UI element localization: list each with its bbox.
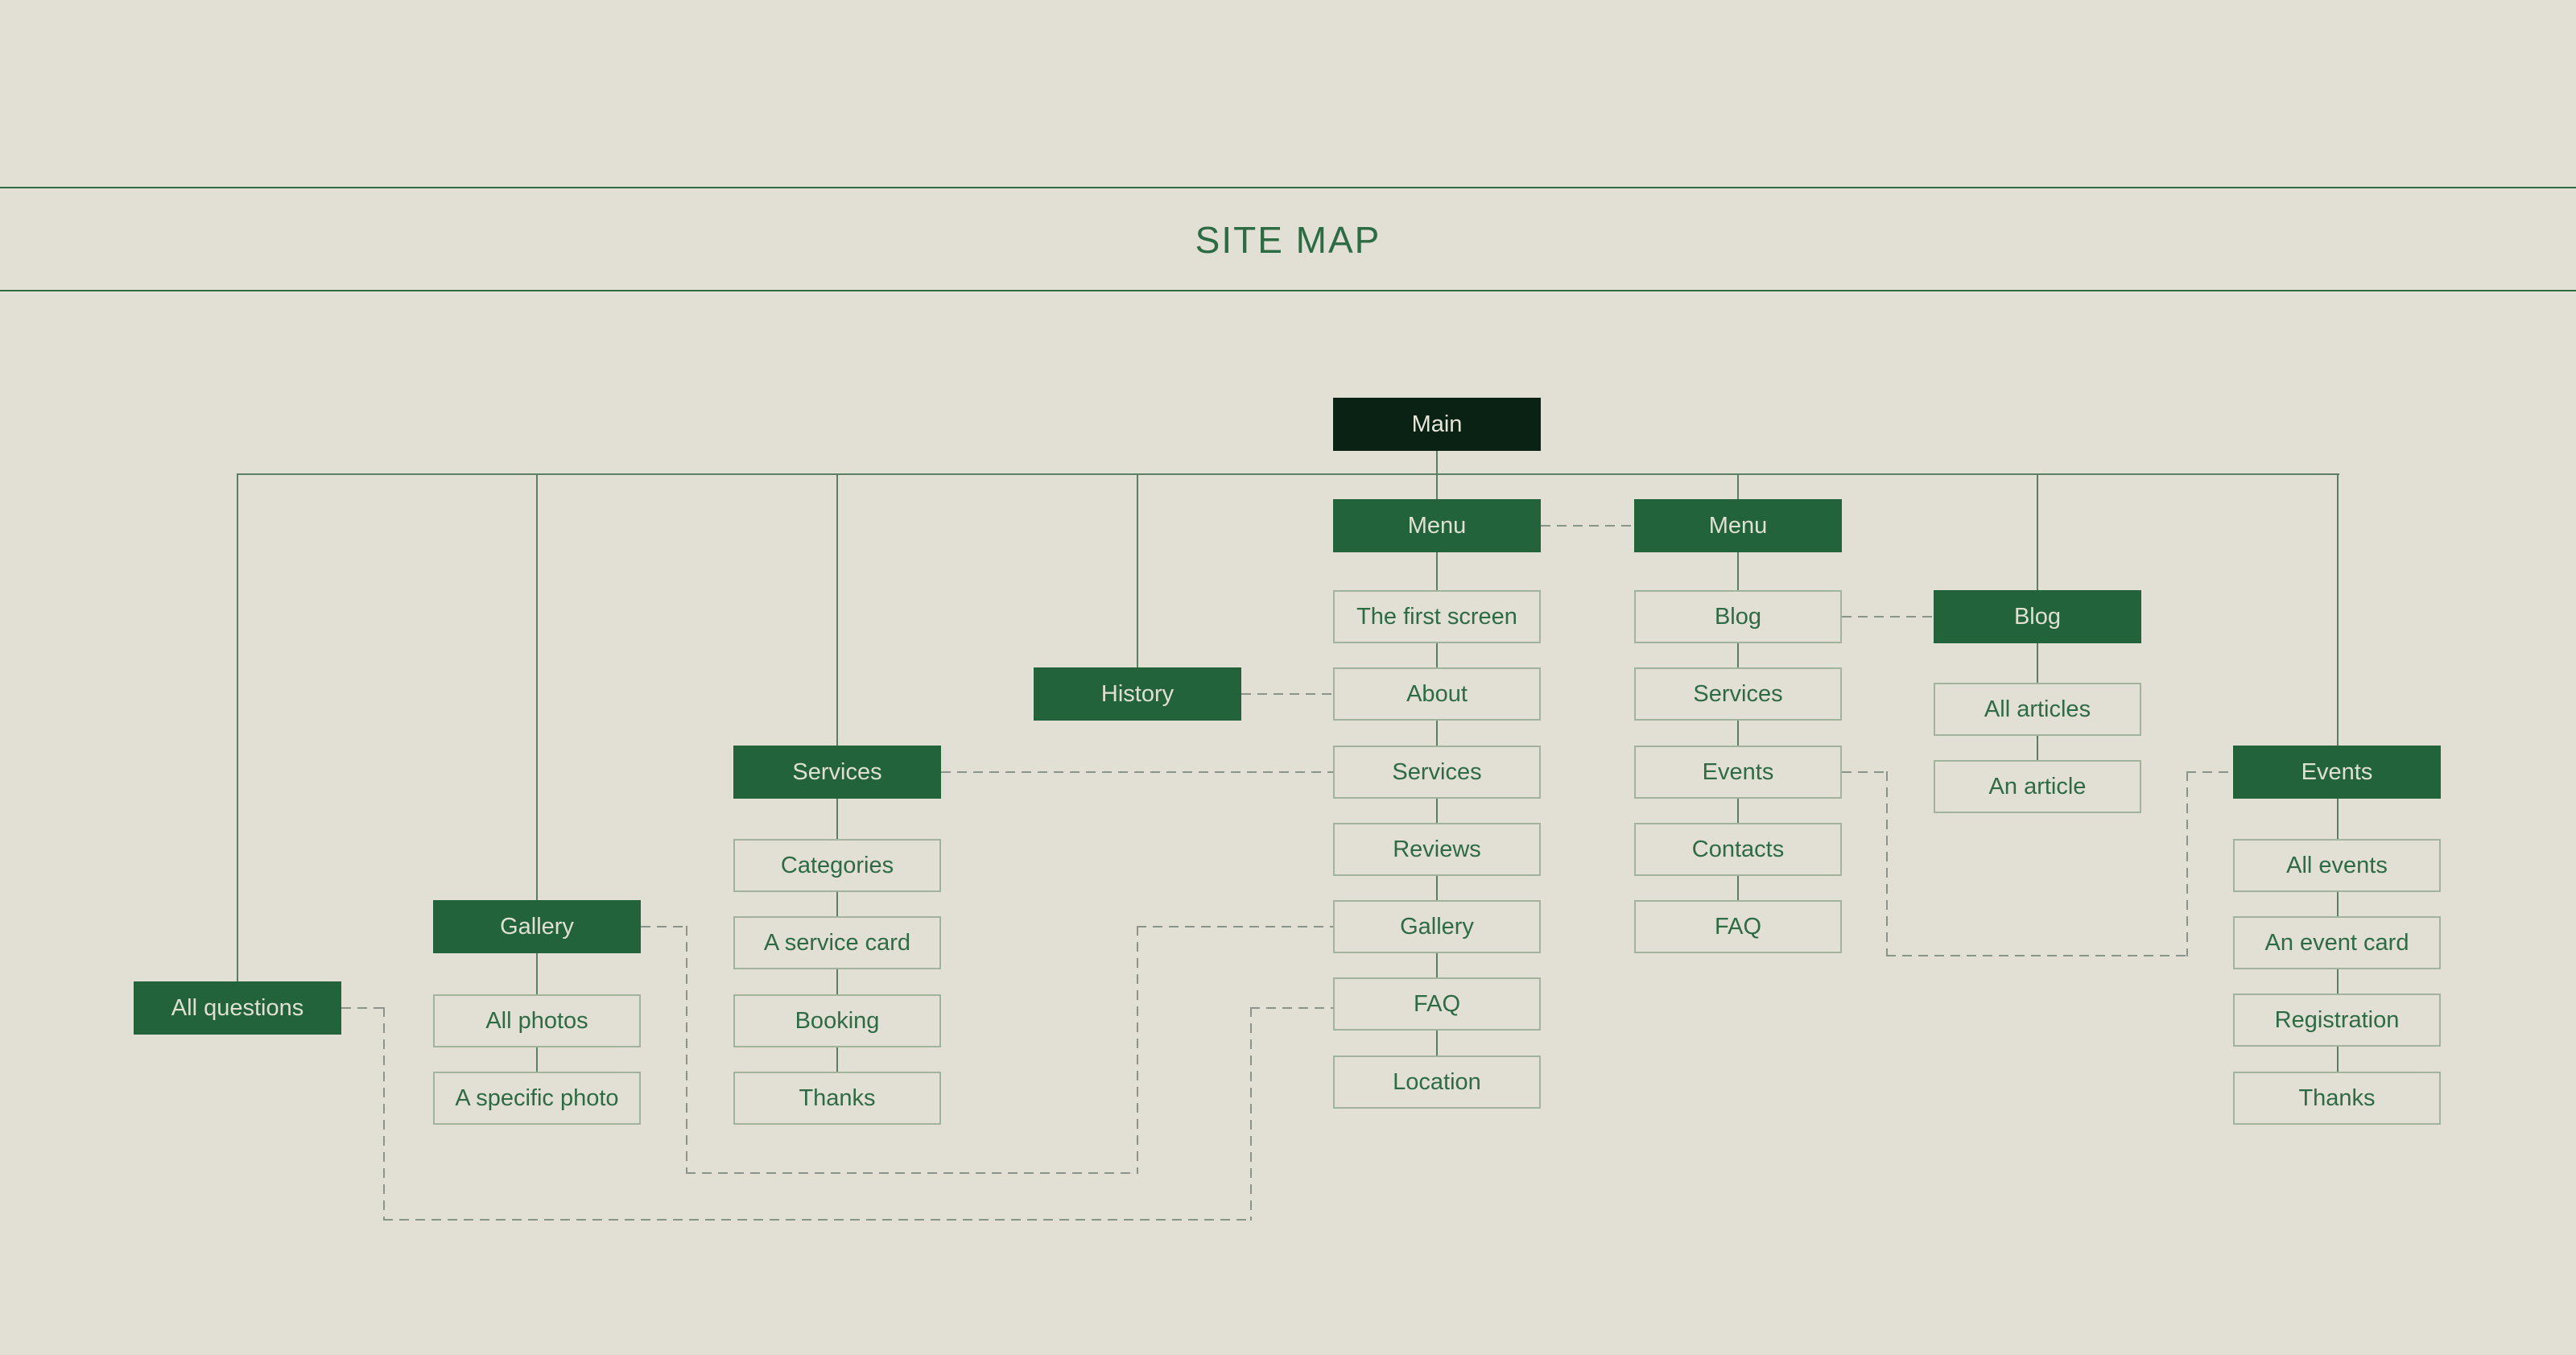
dashed-link-questions-seg2	[383, 1007, 385, 1221]
dashed-link-gallery-seg2	[686, 926, 687, 1174]
dashed-link-history-about	[1241, 693, 1333, 695]
node-about: About	[1333, 667, 1541, 721]
connector-spine-menu-right	[1737, 552, 1739, 900]
dashed-link-events-seg4	[2186, 771, 2188, 956]
dashed-link-gallery-seg4	[1137, 926, 1138, 1174]
dashed-link-questions-seg1	[341, 1007, 384, 1009]
connector-drop-events	[2337, 473, 2339, 746]
node-contacts: Contacts	[1634, 823, 1842, 876]
dashed-link-questions-seg4	[1250, 1007, 1252, 1221]
connector-trunk	[237, 473, 2339, 475]
node-menu-left: Menu	[1333, 499, 1541, 552]
header-rule-bottom	[0, 290, 2576, 291]
node-menu-right: Menu	[1634, 499, 1842, 552]
connector-drop-history	[1137, 473, 1138, 667]
node-event-card: An event card	[2233, 916, 2441, 969]
header-rule-top	[0, 187, 2576, 188]
node-all-photos: All photos	[433, 994, 641, 1047]
dashed-link-events-seg5	[2186, 771, 2233, 773]
node-all-events: All events	[2233, 839, 2441, 892]
dashed-link-gallery-seg5	[1137, 926, 1333, 927]
node-services-section: Services	[733, 746, 941, 799]
connector-drop-services	[836, 473, 838, 746]
node-menu-services: Services	[1634, 667, 1842, 721]
node-specific-photo: A specific photo	[433, 1072, 641, 1125]
node-booking: Booking	[733, 994, 941, 1047]
node-blog-section: Blog	[1934, 590, 2141, 643]
node-registration: Registration	[2233, 994, 2441, 1047]
node-all-articles: All articles	[1934, 683, 2141, 736]
node-events-thanks: Thanks	[2233, 1072, 2441, 1125]
connector-drop-gallery	[536, 473, 538, 900]
dashed-link-gallery-seg3	[686, 1172, 1138, 1174]
node-location: Location	[1333, 1055, 1541, 1109]
dashed-link-events-seg2	[1886, 771, 1888, 955]
connector-main-drop	[1436, 451, 1438, 499]
node-faq-page: FAQ	[1333, 977, 1541, 1031]
node-main: Main	[1333, 398, 1541, 451]
connector-drop-blog	[2037, 473, 2038, 590]
node-gallery-page: Gallery	[1333, 900, 1541, 953]
dashed-link-blog-blog	[1842, 616, 1934, 618]
dashed-link-menu-menu	[1541, 525, 1634, 527]
node-menu-faq: FAQ	[1634, 900, 1842, 953]
connector-drop-menu-right	[1737, 473, 1739, 499]
dashed-link-questions-seg5	[1250, 1007, 1333, 1009]
node-menu-blog: Blog	[1634, 590, 1842, 643]
dashed-link-questions-seg3	[383, 1219, 1251, 1221]
node-gallery-section: Gallery	[433, 900, 641, 953]
node-events-section: Events	[2233, 746, 2441, 799]
dashed-link-events-seg1	[1842, 771, 1887, 773]
node-categories: Categories	[733, 839, 941, 892]
node-an-article: An article	[1934, 760, 2141, 813]
node-reviews: Reviews	[1333, 823, 1541, 876]
page-title: SITE MAP	[1195, 219, 1381, 261]
node-history: History	[1034, 667, 1241, 721]
connector-drop-all-questions	[237, 473, 238, 981]
connector-spine-central	[1436, 552, 1438, 1055]
dashed-link-services-services	[941, 771, 1333, 773]
node-all-questions: All questions	[134, 981, 341, 1035]
dashed-link-events-seg3	[1886, 955, 2187, 956]
node-services-thanks: Thanks	[733, 1072, 941, 1125]
dashed-link-gallery-seg1	[641, 926, 687, 927]
node-menu-events: Events	[1634, 746, 1842, 799]
node-service-card: A service card	[733, 916, 941, 969]
node-services-page: Services	[1333, 746, 1541, 799]
node-first-screen: The first screen	[1333, 590, 1541, 643]
